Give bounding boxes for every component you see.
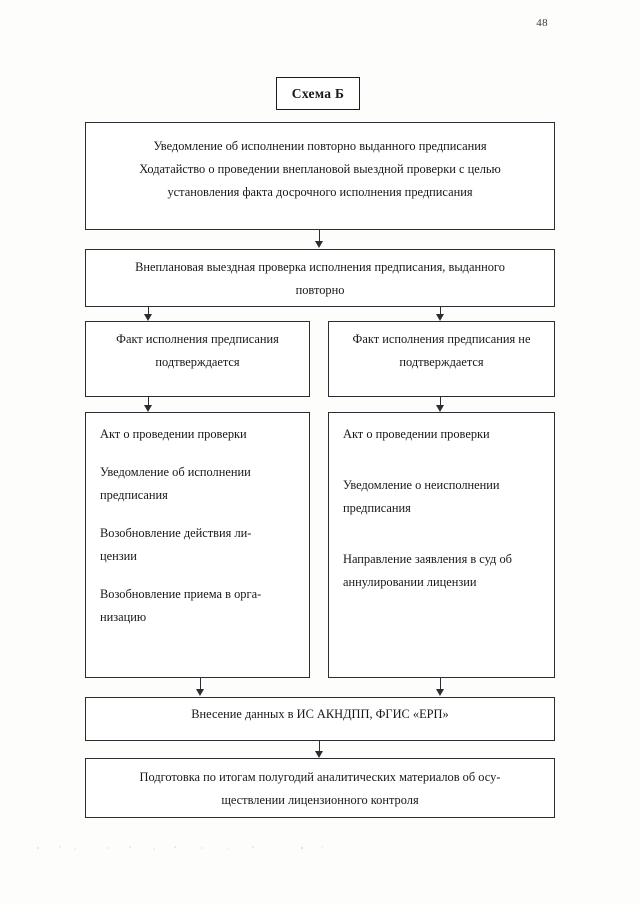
node-notification-line-2: Ходатайство о проведении внеплановой вые… <box>139 161 501 176</box>
connector-not-confirmed-to-actions <box>440 397 442 407</box>
node-analytics-line-1: Подготовка по итогам полугодий аналитиче… <box>139 770 501 784</box>
action-item-not-confirmed-1: Акт о проведении проверки <box>343 427 490 441</box>
node-actions-not-confirmed: Акт о проведении проверки Уведомление о … <box>328 412 555 678</box>
node-branch-not-confirmed-line-1: Факт исполнения предписания не <box>352 332 531 346</box>
scheme-title-box: Схема Б <box>276 77 360 110</box>
scan-noise <box>34 845 334 852</box>
arrow-inspection-to-confirmed <box>144 314 152 321</box>
connector-data-entry-to-analytics <box>319 741 321 753</box>
action-item-confirmed-3-line-1: Возобновление действия ли- <box>100 525 252 540</box>
node-inspection-line-2: повторно <box>295 282 345 297</box>
action-item-confirmed-4-line-1: Возобновление приема в орга- <box>100 586 262 601</box>
node-notification: Уведомление об исполнении повторно выдан… <box>85 122 555 230</box>
node-branch-not-confirmed: Факт исполнения предписания не подтвержд… <box>328 321 555 397</box>
scheme-title-label: Схема Б <box>291 85 345 101</box>
action-item-not-confirmed-3-line-1: Направление заявления в суд об <box>343 551 512 566</box>
action-item-confirmed-3-line-2: цензии <box>100 548 137 563</box>
node-branch-not-confirmed-line-2: подтверждается <box>399 354 484 369</box>
node-notification-line-3: установления факта досрочного исполнения… <box>167 184 473 199</box>
arrow-inspection-to-not-confirmed <box>436 314 444 321</box>
node-analytics: Подготовка по итогам полугодий аналитиче… <box>85 758 555 818</box>
arrow-notification-to-inspection <box>315 241 323 248</box>
connector-inspection-to-not-confirmed <box>440 307 442 316</box>
node-data-entry: Внесение данных в ИС АКНДПП, ФГИС «ЕРП» <box>85 697 555 741</box>
connector-actions-not-confirmed-to-data-entry <box>440 678 442 691</box>
node-branch-confirmed: Факт исполнения предписания подтверждает… <box>85 321 310 397</box>
connector-confirmed-to-actions <box>148 397 150 407</box>
action-item-not-confirmed-2-line-2: предписания <box>343 500 411 515</box>
node-branch-confirmed-line-1: Факт исполнения предписания <box>116 332 279 346</box>
action-item-confirmed-2-line-2: предписания <box>100 487 168 502</box>
node-branch-confirmed-line-2: подтверждается <box>155 354 240 369</box>
arrow-not-confirmed-to-actions <box>436 405 444 412</box>
action-item-not-confirmed-3-line-2: аннулировании лицензии <box>343 574 477 589</box>
node-analytics-line-2: ществлении лицензионного контроля <box>221 792 419 807</box>
arrow-actions-not-confirmed-to-data-entry <box>436 689 444 696</box>
node-notification-line-1: Уведомление об исполнении повторно выдан… <box>153 139 487 153</box>
action-item-confirmed-2-line-1: Уведомление об исполнении <box>100 464 251 479</box>
node-inspection-line-1: Внеплановая выездная проверка исполнения… <box>135 260 505 274</box>
connector-notification-to-inspection <box>319 230 321 243</box>
arrow-actions-confirmed-to-data-entry <box>196 689 204 696</box>
action-item-not-confirmed-2-line-1: Уведомление о неисполнении <box>343 477 500 492</box>
connector-inspection-to-confirmed <box>148 307 150 316</box>
node-actions-confirmed: Акт о проведении проверки Уведомление об… <box>85 412 310 678</box>
node-data-entry-line-1: Внесение данных в ИС АКНДПП, ФГИС «ЕРП» <box>191 707 449 721</box>
connector-actions-confirmed-to-data-entry <box>200 678 202 691</box>
action-item-confirmed-1: Акт о проведении проверки <box>100 427 247 441</box>
action-item-confirmed-4-line-2: низацию <box>100 609 147 624</box>
node-inspection: Внеплановая выездная проверка исполнения… <box>85 249 555 307</box>
page-number: 48 <box>536 17 548 29</box>
arrow-data-entry-to-analytics <box>315 751 323 758</box>
arrow-confirmed-to-actions <box>144 405 152 412</box>
